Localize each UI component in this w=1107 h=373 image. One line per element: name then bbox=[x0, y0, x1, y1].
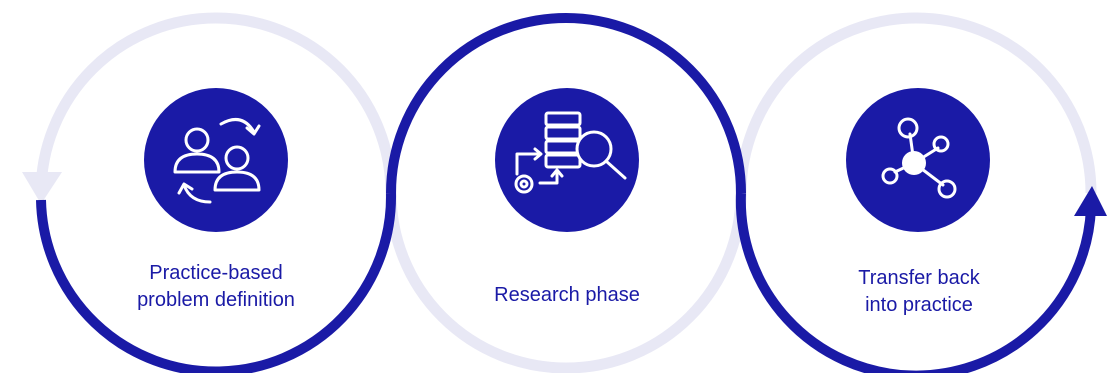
data-search-icon bbox=[495, 88, 639, 232]
wave-3-lower bbox=[735, 192, 1096, 373]
step-1-label-line1: Practice-based bbox=[149, 262, 283, 284]
track-2-lower bbox=[385, 192, 747, 373]
light-tracks bbox=[35, 12, 1097, 373]
wave-1-lower bbox=[36, 192, 397, 373]
step-3-label-line1: Transfer back bbox=[858, 267, 980, 289]
people-exchange-icon bbox=[144, 88, 288, 232]
step-3-label: Transfer back into practice bbox=[809, 265, 1029, 319]
network-nodes-icon bbox=[846, 88, 990, 232]
dark-wave bbox=[36, 13, 1096, 373]
step-3-label-line2: into practice bbox=[865, 294, 973, 316]
step-1-label-line2: problem definition bbox=[137, 289, 295, 311]
left-arrowhead-icon bbox=[22, 172, 62, 204]
step-2-label-line1: Research phase bbox=[494, 284, 640, 306]
track-3-upper bbox=[735, 12, 1097, 194]
track-1-upper bbox=[35, 12, 397, 194]
wave-2-upper bbox=[386, 13, 746, 194]
right-arrowhead-icon bbox=[1074, 186, 1107, 216]
step-1-label: Practice-based problem definition bbox=[106, 260, 326, 314]
step-2-label: Research phase bbox=[457, 282, 677, 309]
